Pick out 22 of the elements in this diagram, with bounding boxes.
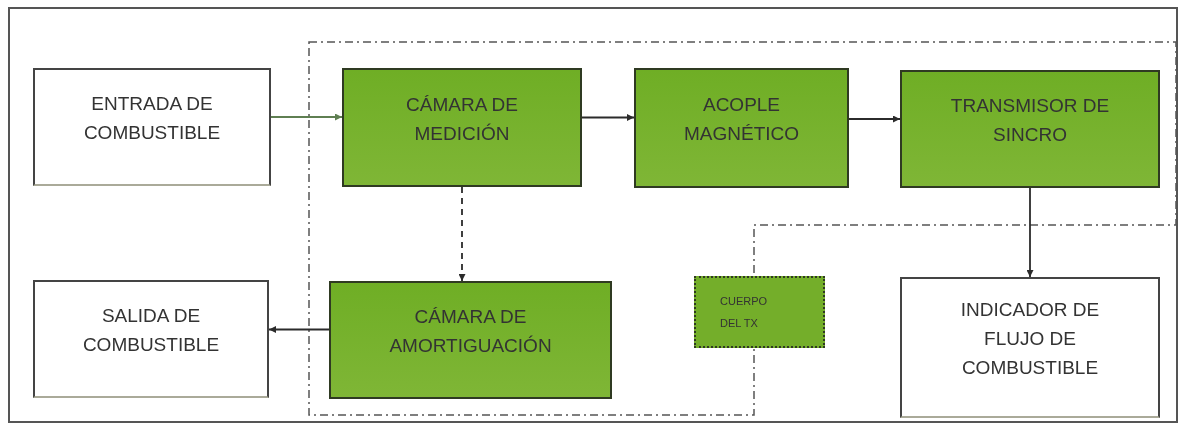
arrow [848, 115, 901, 123]
box-label: TRANSMISOR DE SINCRO [949, 94, 1111, 147]
process-box [33, 68, 271, 186]
box-label: ACOPLE MAGNÉTICO [682, 93, 801, 146]
process-box [900, 277, 1160, 418]
process-box [342, 68, 582, 187]
arrow [581, 114, 635, 121]
box-label: CUERPO DEL TX [720, 294, 769, 331]
process-box [900, 70, 1160, 188]
arrow [1026, 187, 1034, 278]
key-box [694, 276, 825, 348]
box-label: ENTRADA DE COMBUSTIBLE [82, 92, 222, 145]
box-label: SALIDA DE COMBUSTIBLE [81, 304, 221, 357]
box-label: CÁMARA DE MEDICIÓN [405, 92, 519, 146]
box-label: CÁMARA DE AMORTIGUACIÓN [388, 305, 553, 358]
arrow [458, 186, 466, 282]
arrow [268, 326, 330, 333]
process-box [634, 68, 849, 188]
process-box [329, 281, 612, 399]
arrow [270, 113, 343, 121]
box-label: INDICADOR DE FLUJO DE COMBUSTIBLE [959, 298, 1101, 380]
process-box [33, 280, 269, 398]
